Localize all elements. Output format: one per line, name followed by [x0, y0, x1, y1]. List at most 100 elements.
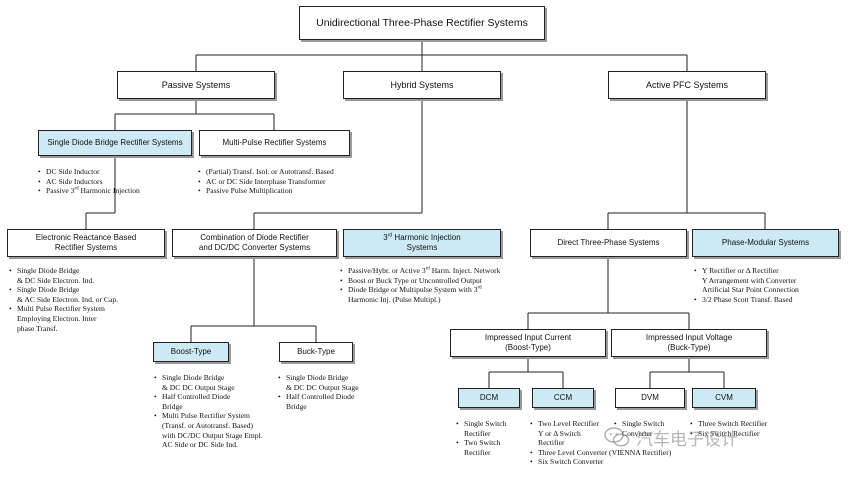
- node-active-pfc-systems: Active PFC Systems: [608, 71, 766, 99]
- node-label-line: Active PFC Systems: [645, 80, 728, 90]
- list-item: Three Switch Rectifier: [690, 419, 767, 429]
- list-item-text: Half Controlled Diode: [286, 392, 355, 402]
- node-dvm: DVM: [615, 388, 685, 408]
- list-item-text: Passive/Hybr. or Active 3rd Harm. Inject…: [348, 266, 501, 275]
- node-label-line: (Boost-Type): [505, 343, 551, 352]
- list-item-text: Half Controlled Diode: [162, 392, 231, 402]
- list-cvm: Three Switch RectifierSix Switch Rectifi…: [690, 419, 767, 438]
- list-single-diode-bridge: DC Side InductorAC Side InductorsPassive…: [38, 167, 140, 196]
- list-item-text: (Transf. or Autotransf. Based): [162, 420, 254, 430]
- list-item: Diode Bridge or Multipulse System with 3…: [340, 285, 500, 304]
- node-buck-type: Buck-Type: [279, 342, 353, 362]
- node-single-diode-bridge: Single Diode Bridge Rectifier Systems: [38, 130, 192, 156]
- list-item-text: Multi Pulse Rectifier System: [17, 304, 105, 314]
- watermark-text: 汽车电子设计: [636, 429, 738, 450]
- list-item-text: DC Side Inductor: [46, 167, 100, 176]
- node-cvm: CVM: [692, 388, 756, 408]
- list-item-text: & DC DC Output Stage: [162, 382, 235, 392]
- list-item-text: Bridge: [286, 401, 307, 411]
- list-item-text: Three Switch Rectifier: [698, 419, 768, 428]
- node-label-line: Electronic Reactance Based: [35, 233, 137, 242]
- node-dcm: DCM: [458, 388, 520, 408]
- list-item-text: Rectifier: [464, 447, 491, 457]
- list-item-text: Y Arrangement with Converter: [702, 275, 797, 285]
- node-label-line: Impressed Input Voltage: [645, 333, 733, 342]
- watermark: 汽车电子设计: [604, 423, 834, 451]
- node-label-line: Unidirectional Three-Phase Rectifier Sys…: [316, 17, 528, 29]
- node-label-line: Systems: [406, 243, 438, 252]
- node-label-line: DCM: [479, 393, 499, 402]
- node-direct-three-phase: Direct Three-Phase Systems: [530, 229, 687, 257]
- list-item-text: Rectifier: [464, 428, 491, 438]
- list-item-text: Harmonic Inj. (Pulse Multipl.): [348, 294, 441, 304]
- list-item-text: Single Switch: [622, 419, 665, 428]
- node-hybrid-systems: Hybrid Systems: [343, 71, 501, 99]
- node-ccm: CCM: [532, 388, 594, 408]
- list-boost-type: Single Diode Bridge& DC DC Output StageH…: [154, 373, 263, 450]
- node-label-line: Single Diode Bridge Rectifier Systems: [47, 138, 183, 147]
- node-label-line: Boost-Type: [170, 347, 212, 356]
- node-boost-type: Boost-Type: [153, 342, 229, 362]
- list-buck-type: Single Diode Bridge& DC DC Output StageH…: [278, 373, 359, 411]
- node-label-line: Impressed Input Current: [484, 333, 572, 342]
- node-label-line: and DC/DC Converter Systems: [198, 243, 311, 252]
- node-label-line: Direct Three-Phase Systems: [557, 238, 660, 247]
- list-item-text: Three Level Converter (VIENNA Rectifier): [538, 447, 672, 457]
- list-item-text: Multi Pulse Rectifier System: [162, 411, 250, 421]
- node-label-line: Multi-Pulse Rectifier Systems: [222, 138, 327, 147]
- list-item-text: Six Switch Converter: [538, 457, 604, 467]
- list-item-text: 3/2 Phase Scott Transf. Based: [702, 294, 793, 304]
- list-item: Passive Pulse Multiplication: [198, 186, 334, 196]
- list-item: Six Switch Converter: [530, 457, 671, 467]
- list-item-text: Diode Bridge or Multipulse System with 3…: [348, 285, 482, 295]
- list-item-text: Single Switch: [464, 419, 507, 428]
- list-item-text: Artificial Star Point Connection: [702, 285, 799, 295]
- list-dcm: Single SwitchRectifierTwo SwitchRectifie…: [456, 419, 506, 457]
- node-impressed-input-voltage: Impressed Input Voltage(Buck-Type): [611, 329, 767, 357]
- list-item-text: Six Switch Rectifier: [698, 428, 760, 438]
- list-item: Three Level Converter (VIENNA Rectifier): [530, 448, 671, 458]
- list-item: Single Diode Bridge& DC DC Output Stage: [278, 373, 359, 392]
- list-item: Multi Pulse Rectifier System(Transf. or …: [154, 411, 263, 449]
- list-item: AC or DC Side Interphase Transformer: [198, 177, 334, 187]
- list-item-text: Y or Δ Switch: [538, 428, 581, 438]
- list-item-text: & DC DC Output Stage: [286, 382, 359, 392]
- list-electronic-reactance: Single Diode Bridge& DC Side Electron. I…: [9, 266, 118, 333]
- list-item: 3/2 Phase Scott Transf. Based: [694, 295, 799, 305]
- node-label-line: 3rd Harmonic Injection: [383, 232, 461, 242]
- list-item-text: AC Side or DC Side Ind.: [162, 440, 238, 450]
- list-item-text: Rectifier: [538, 438, 565, 448]
- node-phase-modular: Phase-Modular Systems: [692, 229, 839, 257]
- wechat-icon: [604, 427, 630, 447]
- list-item-text: Single Diode Bridge: [17, 266, 80, 275]
- list-item: AC Side Inductors: [38, 177, 140, 187]
- node-label-line: CVM: [715, 393, 733, 402]
- list-item-text: Boost or Buck Type or Uncontrolled Outpu…: [348, 275, 482, 285]
- node-passive-systems: Passive Systems: [117, 71, 275, 99]
- list-item: (Partial) Transf. Isol. or Autotransf. B…: [198, 167, 334, 177]
- list-item: Single Diode Bridge& AC Side Electron. I…: [9, 285, 118, 304]
- list-item-text: Single Diode Bridge: [162, 373, 225, 382]
- node-label-line: Phase-Modular Systems: [721, 238, 810, 247]
- list-item-text: Bridge: [162, 401, 183, 411]
- list-item-text: AC or DC Side Interphase Transformer: [206, 176, 326, 186]
- list-item-text: Employing Electron. Inter: [17, 313, 97, 323]
- list-item-text: Y Rectifier or Δ Rectifier: [702, 266, 779, 275]
- node-label-line: Hybrid Systems: [390, 80, 454, 90]
- list-item: Six Switch Rectifier: [690, 429, 767, 439]
- list-multi-pulse: (Partial) Transf. Isol. or Autotransf. B…: [198, 167, 334, 196]
- list-item-text: Two Switch: [464, 438, 501, 448]
